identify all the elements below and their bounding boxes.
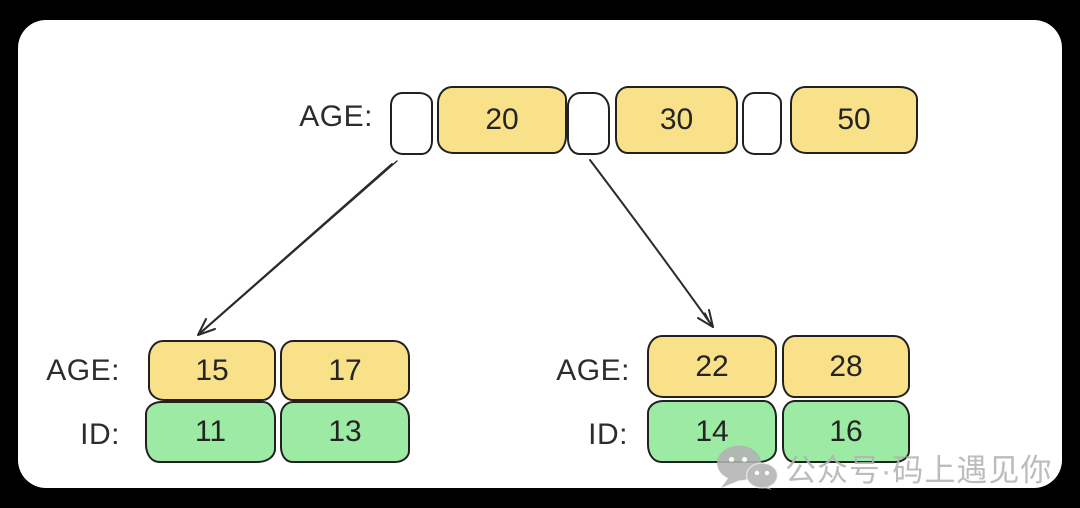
right-arrowhead-icon — [697, 309, 714, 328]
watermark: 公众号·码上遇见你 — [715, 444, 1052, 490]
wechat-icon — [717, 445, 779, 490]
left-arrowhead-icon — [197, 318, 216, 336]
root-key-cell-1: 30 — [615, 86, 738, 154]
left-leaf-age-cell-0: 15 — [148, 340, 276, 401]
root-key-cell-2: 50 — [790, 86, 918, 154]
tree-edge-arrows — [197, 159, 714, 336]
root-pointer-cell-2 — [742, 92, 782, 155]
right-leaf-id-cell-1: 16 — [782, 400, 910, 463]
root-key-cell-0: 20 — [437, 86, 567, 154]
left-leaf-age-label: AGE: — [46, 354, 120, 387]
left-leaf-age-cell-1: 17 — [280, 340, 410, 401]
diagram-canvas: AGE: 20 30 50 AGE: 15 17 ID: 11 13 AGE: … — [18, 20, 1062, 490]
root-pointer-cell-1 — [567, 92, 610, 155]
root-age-label: AGE: — [299, 100, 373, 133]
left-leaf-id-cell-1: 13 — [280, 401, 410, 463]
right-leaf-age-label: AGE: — [556, 354, 630, 387]
right-leaf-age-cell-1: 28 — [782, 335, 910, 398]
root-pointer-cell-0 — [390, 92, 433, 155]
left-edge-line-2 — [202, 160, 398, 332]
right-leaf-id-label: ID: — [588, 418, 628, 451]
left-leaf-id-cell-0: 11 — [145, 401, 276, 463]
right-edge-line — [589, 159, 714, 328]
right-leaf-age-cell-0: 22 — [647, 335, 777, 398]
left-leaf-id-label: ID: — [80, 418, 120, 451]
watermark-text: 公众号·码上遇见你 — [785, 452, 1053, 488]
right-arrowhead-extra-stroke — [704, 312, 712, 326]
